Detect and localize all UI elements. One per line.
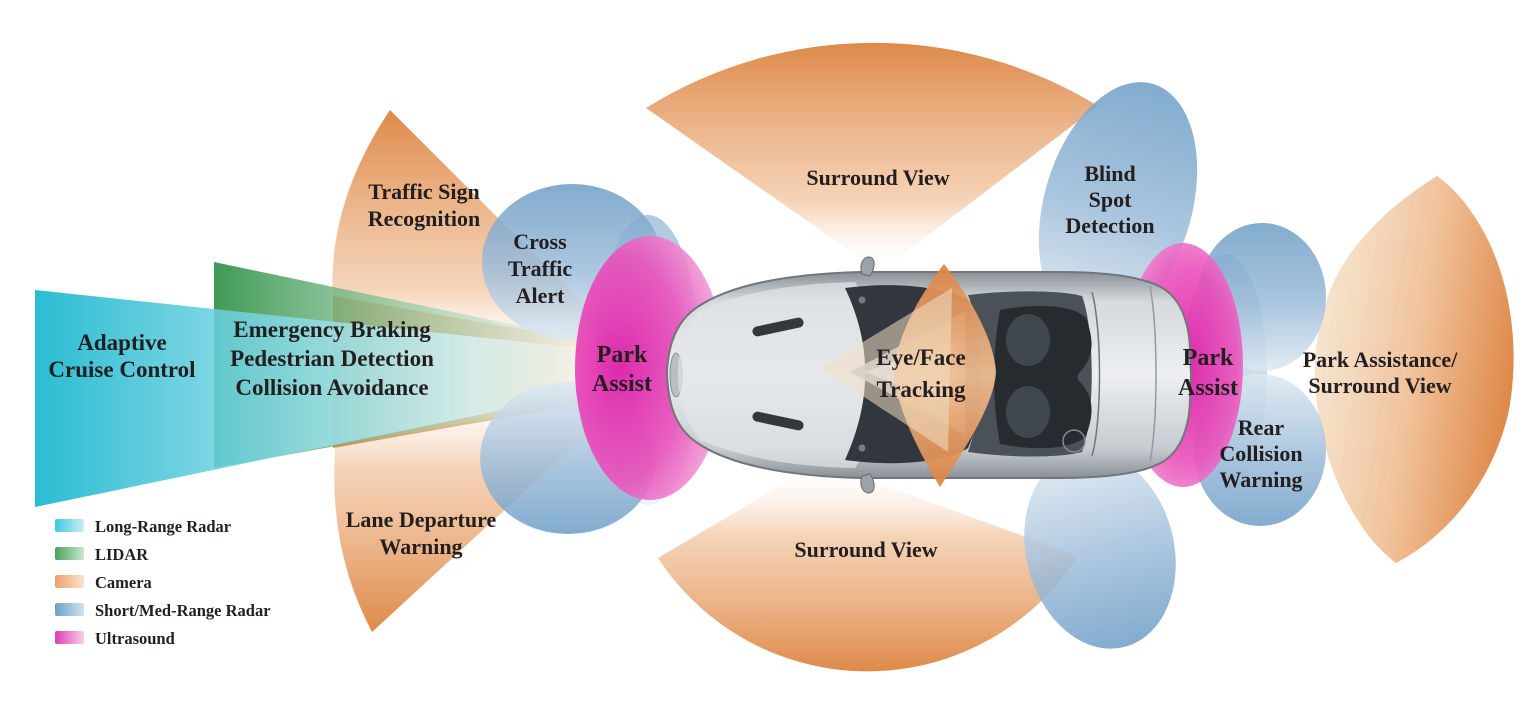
legend-label-short-med-range-radar: Short/Med-Range Radar xyxy=(95,601,271,620)
car-fuel-cap xyxy=(1062,429,1086,453)
label-cross-traffic: Traffic xyxy=(508,256,573,281)
legend: Long-Range Radar LIDAR Camera Short/Med-… xyxy=(55,517,271,648)
label-blind-spot: Detection xyxy=(1065,213,1154,238)
legend-label-ultrasound: Ultrasound xyxy=(95,629,175,648)
label-eye-face-tracking: Eye/Face xyxy=(876,345,965,370)
label-lane-departure: Lane Departure xyxy=(346,507,497,532)
car-seat-cushion-left xyxy=(1006,314,1050,366)
label-park-assist-rear: Park xyxy=(1183,345,1234,371)
label-collision-avoidance: Collision Avoidance xyxy=(235,375,428,400)
legend-item-long-range-radar: Long-Range Radar xyxy=(55,517,231,536)
surround-view-bottom-fan xyxy=(658,462,1078,672)
label-rear-collision: Rear xyxy=(1238,415,1285,440)
label-park-assist-front: Assist xyxy=(592,371,652,397)
eye-face-view-cone xyxy=(820,288,952,452)
car-hood-vent-bottom xyxy=(752,411,804,431)
legend-item-lidar: LIDAR xyxy=(55,545,149,564)
car-mirror-right xyxy=(860,473,875,494)
label-traffic-sign: Recognition xyxy=(368,206,480,231)
legend-swatch-short-med-range-radar xyxy=(55,603,84,616)
label-pedestrian-detection: Pedestrian Detection xyxy=(230,346,434,371)
label-cross-traffic: Cross xyxy=(513,229,567,254)
label-adaptive-cruise: Adaptive xyxy=(77,330,166,355)
eye-face-tracking-zone xyxy=(820,264,996,487)
label-adaptive-cruise: Cruise Control xyxy=(48,357,195,382)
car-hood-panel xyxy=(678,282,888,468)
legend-label-lidar: LIDAR xyxy=(95,545,149,564)
label-blind-spot: Blind xyxy=(1084,161,1135,186)
park-assistance-camera-fan xyxy=(1314,176,1514,563)
legend-swatch-long-range-radar xyxy=(55,519,84,532)
legend-item-camera: Camera xyxy=(55,573,152,592)
label-park-assistance: Park Assistance/ xyxy=(1303,347,1459,372)
label-surround-view-top: Surround View xyxy=(806,165,949,190)
label-eye-face-tracking: Tracking xyxy=(876,377,966,402)
label-traffic-sign: Traffic Sign xyxy=(368,179,479,204)
rear-side-radar-zone xyxy=(1024,451,1176,649)
legend-swatch-camera xyxy=(55,575,84,588)
label-surround-view-bottom: Surround View xyxy=(794,537,937,562)
legend-label-camera: Camera xyxy=(95,573,152,592)
label-emergency-braking: Emergency Braking xyxy=(233,317,431,342)
legend-label-long-range-radar: Long-Range Radar xyxy=(95,517,231,536)
car-pillar-dot-top xyxy=(858,296,866,304)
label-park-assist-front: Park xyxy=(597,342,648,368)
label-park-assist-rear: Assist xyxy=(1178,375,1238,401)
car-pillar-dot-bottom xyxy=(858,444,866,452)
car-seat-cushion-right xyxy=(1006,386,1050,438)
car-trunk-line xyxy=(1149,285,1157,463)
label-blind-spot: Spot xyxy=(1089,187,1132,212)
long-range-radar-beam xyxy=(35,290,618,507)
label-cross-traffic: Alert xyxy=(516,283,566,308)
car-mirror-left xyxy=(860,256,875,277)
label-rear-collision: Collision xyxy=(1219,441,1302,466)
car-deck-line xyxy=(1091,291,1101,457)
car-hood-vent-top xyxy=(752,317,804,337)
zone-labels: Adaptive Cruise Control Emergency Brakin… xyxy=(48,161,1458,562)
label-park-assistance: Surround View xyxy=(1308,373,1451,398)
surround-view-top-fan xyxy=(646,42,1098,272)
label-lane-departure: Warning xyxy=(379,534,462,559)
legend-swatch-ultrasound xyxy=(55,631,84,644)
legend-swatch-lidar xyxy=(55,547,84,560)
label-rear-collision: Warning xyxy=(1219,467,1302,492)
legend-item-short-med-range-radar: Short/Med-Range Radar xyxy=(55,601,271,620)
legend-item-ultrasound: Ultrasound xyxy=(55,629,175,648)
